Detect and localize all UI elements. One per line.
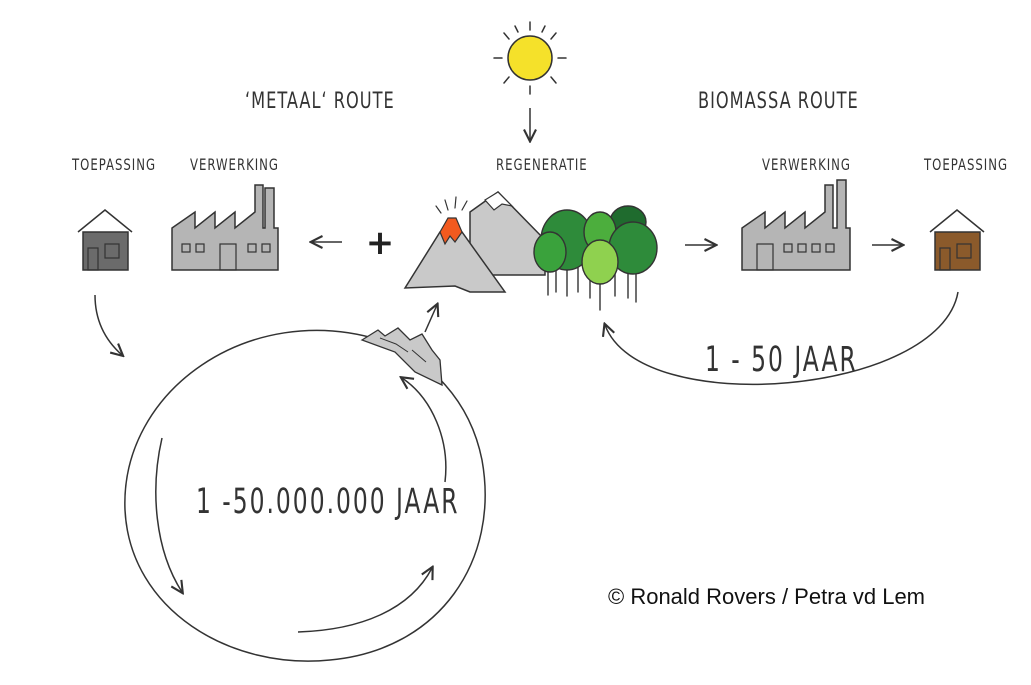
biomass-route-title: BIOMASSA ROUTE (698, 88, 859, 115)
inner-arrow-left (155, 437, 182, 592)
sun-icon (493, 21, 567, 95)
inner-arrow-right (402, 378, 447, 483)
rock-to-volcano-arrow (424, 305, 437, 333)
left-process-label: VERWERKING (190, 156, 279, 175)
long-cycle-circle (124, 329, 486, 662)
rock-icon (360, 327, 443, 387)
house-icon (77, 209, 133, 271)
short-cycle-label: 1 - 50 JAAR (705, 340, 858, 381)
regeneration-label: REGENERATIE (496, 156, 588, 175)
right-use-label: TOEPASSING (924, 156, 1009, 175)
descent-arrow (94, 294, 122, 355)
long-cycle-label: 1 -50.000.000 JAAR (196, 482, 460, 523)
metal-route-title: ‘METAAL‘ ROUTE (245, 88, 395, 115)
factory-icon (171, 184, 279, 271)
right-process-label: VERWERKING (762, 156, 851, 175)
forest-icon (533, 205, 658, 311)
volcano-icon (403, 196, 507, 293)
copyright-credit: © Ronald Rovers / Petra vd Lem (608, 584, 926, 609)
factory-icon-right (741, 179, 851, 271)
left-use-label: TOEPASSING (72, 156, 157, 175)
inner-arrow-bottom (297, 568, 432, 633)
short-cycle-arrow (605, 291, 959, 386)
house-icon-right (929, 209, 985, 271)
plus-sign: + (366, 223, 395, 263)
